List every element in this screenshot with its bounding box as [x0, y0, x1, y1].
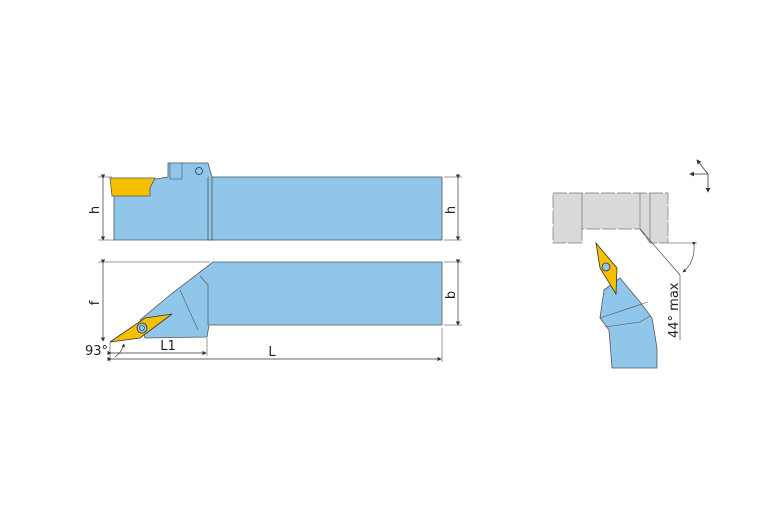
angle-44-max: 44° max	[667, 282, 682, 338]
insert-screw-icon	[136, 322, 148, 334]
direction-arrows-icon	[689, 159, 711, 193]
head-top	[113, 162, 213, 241]
shank-plan	[139, 261, 443, 339]
tool-body-detail	[599, 277, 658, 369]
angle-93: 93°	[85, 344, 108, 359]
top-view: h h	[88, 162, 462, 241]
insert-screw-detail-icon	[601, 262, 611, 272]
dim-b: b	[444, 291, 459, 299]
clamp	[169, 162, 183, 180]
detail-view: 44° max	[552, 159, 711, 369]
shank-top	[207, 176, 443, 241]
dim-L: L	[268, 345, 276, 360]
insert-top	[109, 177, 156, 197]
plan-view: f b L1 L 93°	[85, 259, 462, 362]
dim-h-left: h	[88, 206, 103, 214]
dim-L1: L1	[160, 339, 176, 354]
dim-f: f	[88, 300, 103, 305]
workpiece	[552, 192, 669, 244]
dim-h-right: h	[444, 206, 459, 214]
screw-icon	[195, 167, 203, 175]
